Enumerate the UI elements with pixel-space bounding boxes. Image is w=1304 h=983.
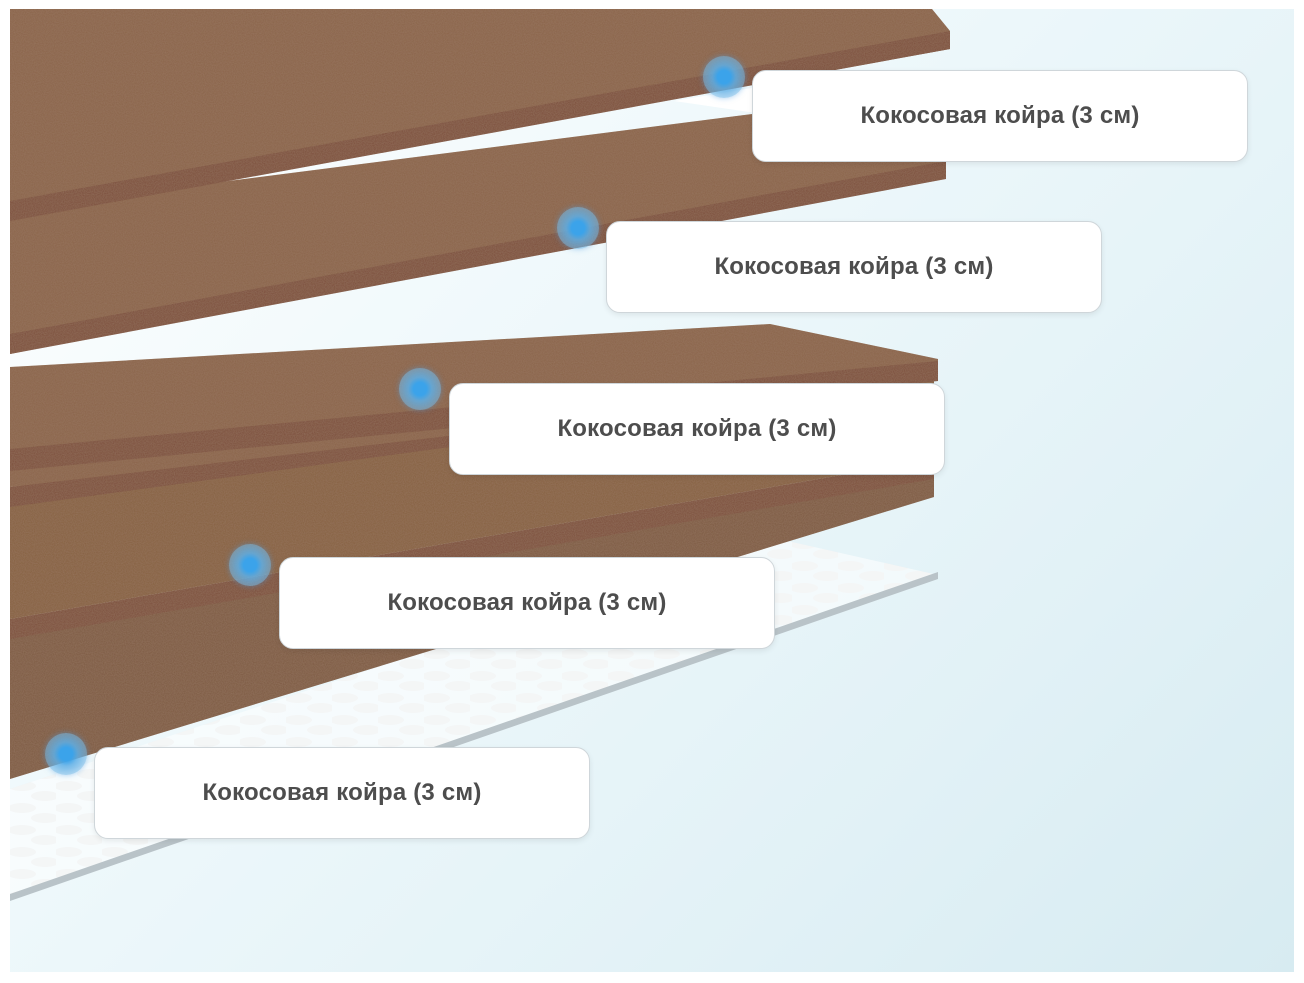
layer-callout: Кокосовая койра (3 см)	[94, 747, 590, 839]
layer-callout: Кокосовая койра (3 см)	[752, 70, 1248, 162]
product-layers-illustration: Кокосовая койра (3 см) Кокосовая койра (…	[10, 9, 1294, 972]
layer-label: Кокосовая койра (3 см)	[714, 253, 994, 280]
layer-marker-icon	[229, 544, 271, 586]
layer-callout: Кокосовая койра (3 см)	[279, 557, 775, 649]
layer-label: Кокосовая койра (3 см)	[860, 102, 1140, 129]
layer-gap	[674, 85, 770, 115]
layer-marker-icon	[703, 56, 745, 98]
layer-callout: Кокосовая койра (3 см)	[606, 221, 1102, 313]
layer-label: Кокосовая койра (3 см)	[557, 415, 837, 442]
layer-marker-icon	[557, 207, 599, 249]
coir-layer-2	[10, 104, 946, 354]
layer-label: Кокосовая койра (3 см)	[387, 589, 667, 616]
layer-marker-icon	[399, 368, 441, 410]
layer-callout: Кокосовая койра (3 см)	[449, 383, 945, 475]
layer-marker-icon	[45, 733, 87, 775]
layer-label: Кокосовая койра (3 см)	[202, 779, 482, 806]
